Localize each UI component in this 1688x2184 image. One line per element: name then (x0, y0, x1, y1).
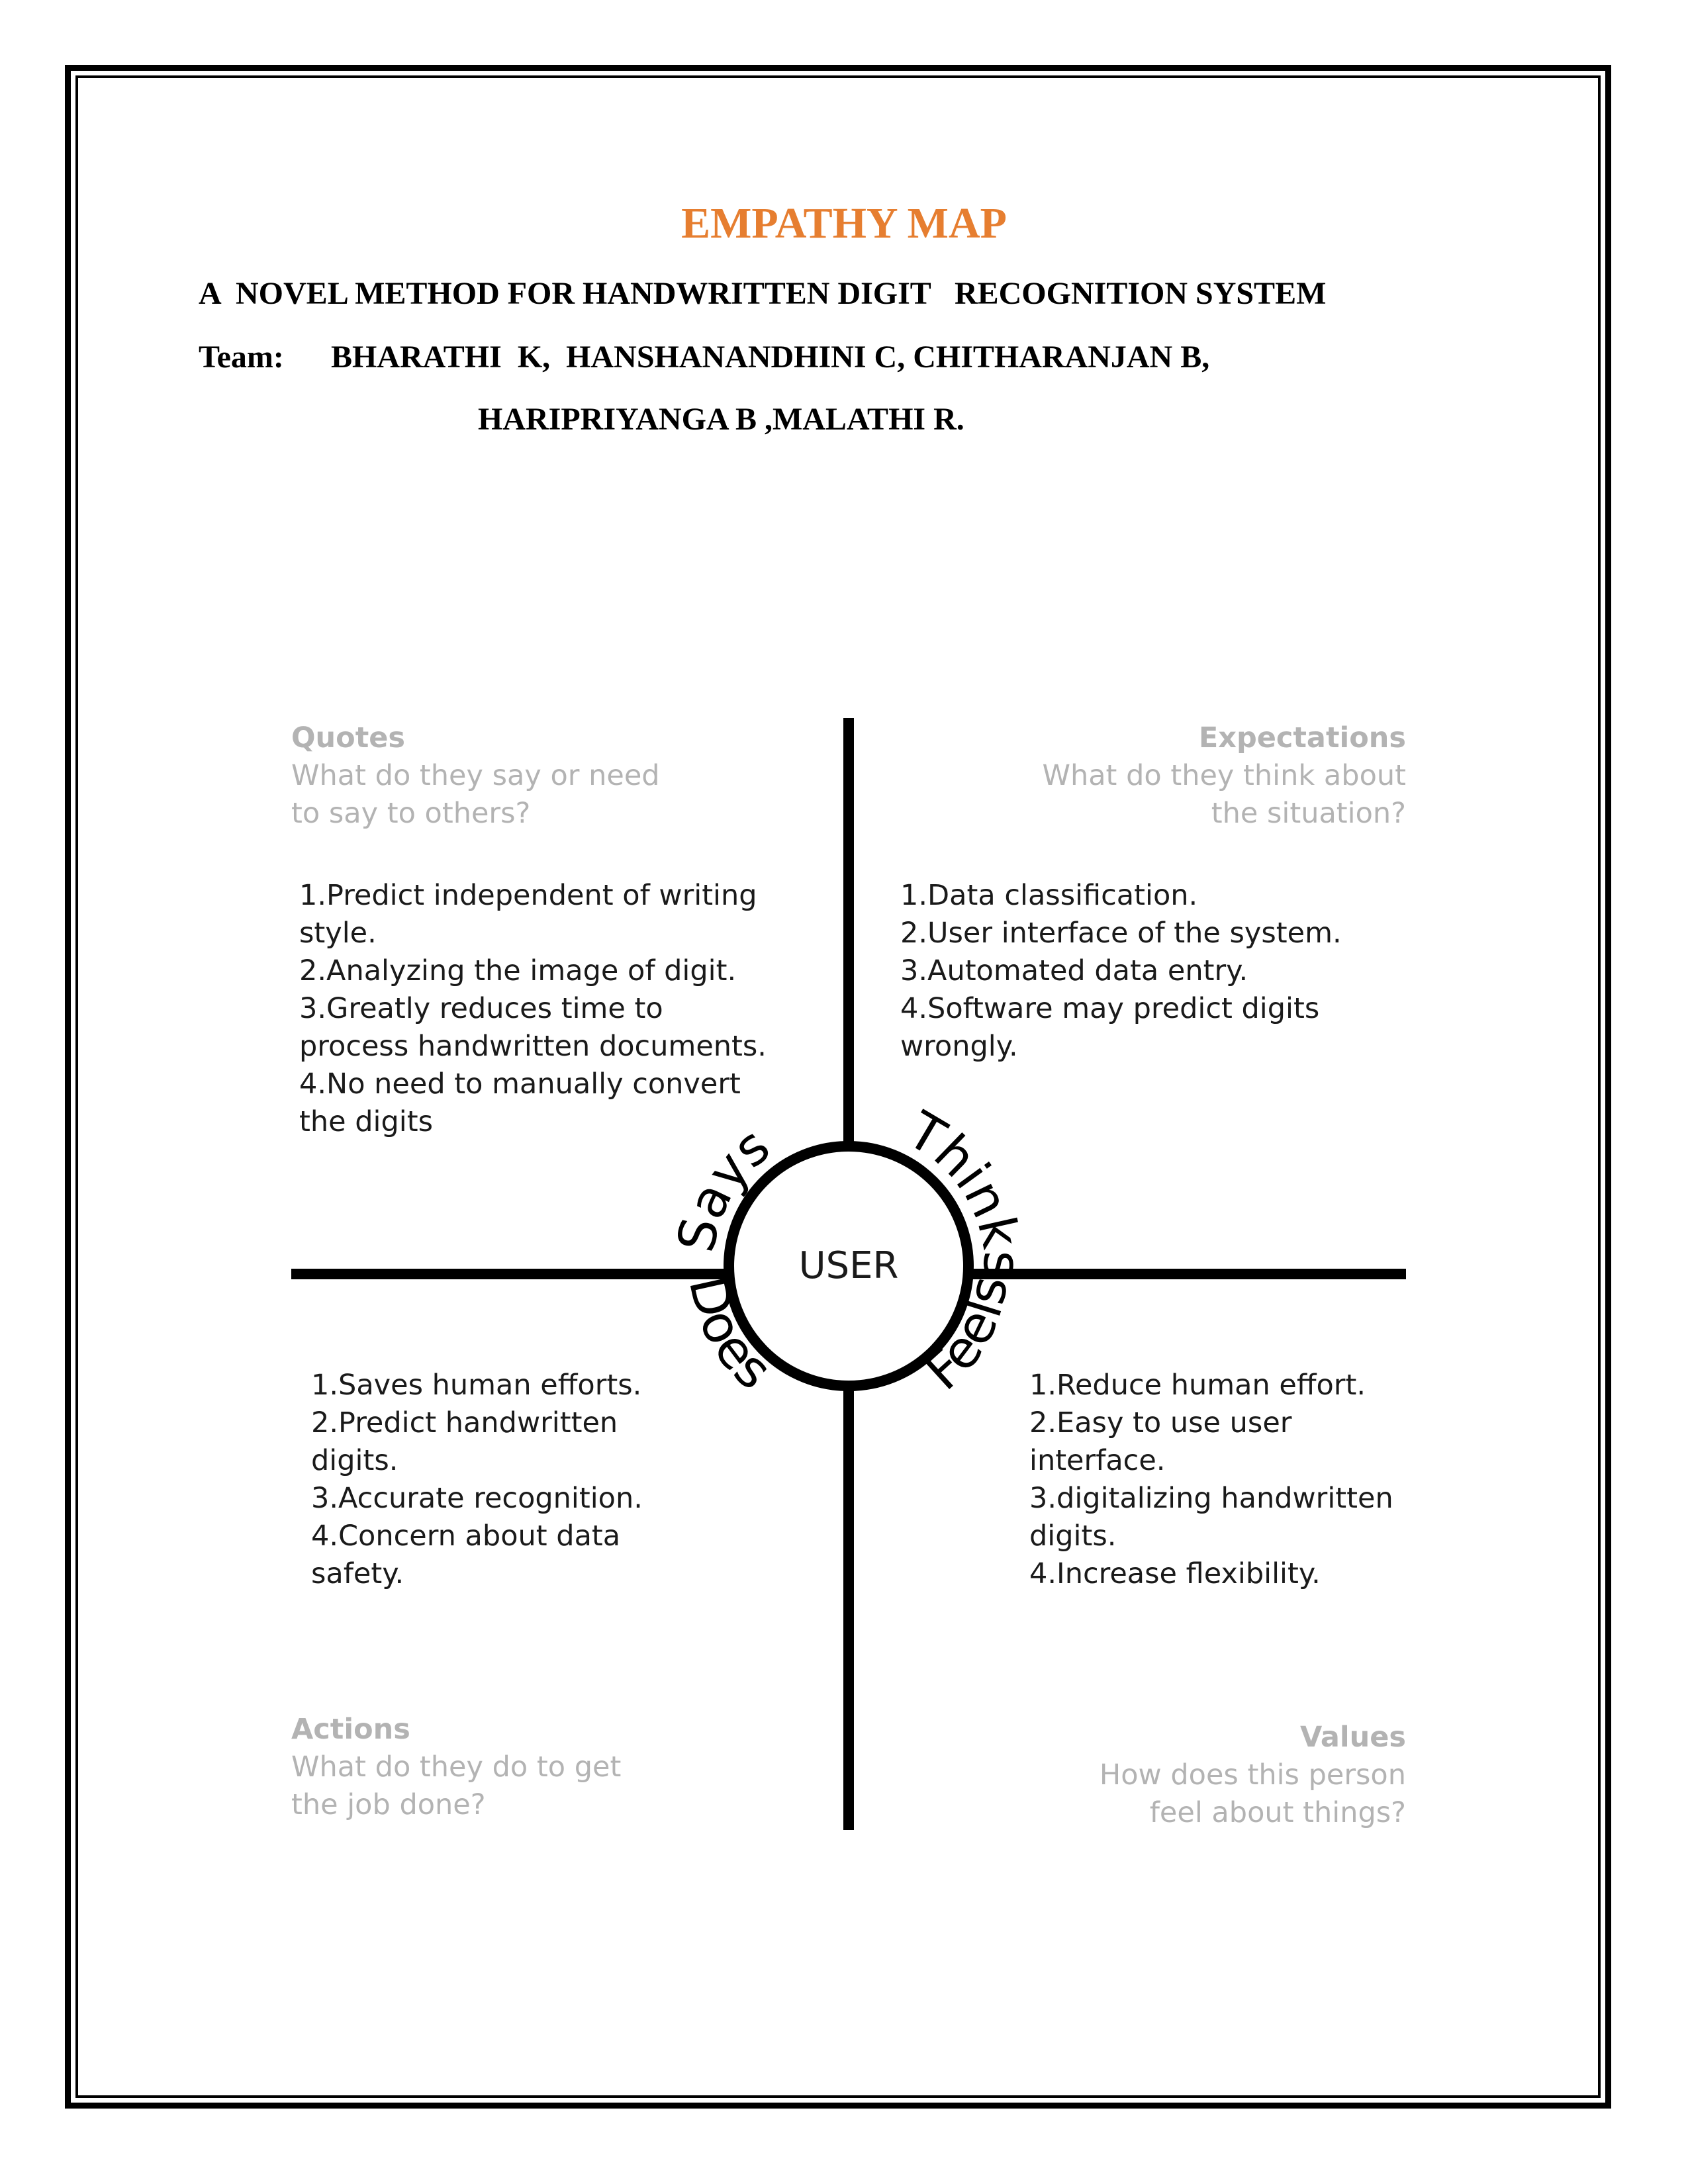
list-item: digits. (311, 1444, 399, 1477)
actions-prompt-line: What do they do to get (291, 1751, 622, 1784)
expectations-prompt-line: What do they think about (1042, 759, 1406, 792)
list-item: 1.Saves human efforts. (311, 1369, 642, 1402)
center-user-label: USER (798, 1244, 899, 1287)
list-item: wrongly. (900, 1030, 1018, 1063)
expectations-prompt-line: the situation? (1211, 797, 1406, 830)
list-item: 1.Data classification. (900, 879, 1198, 912)
quadrant-expectations-header: Expectations What do they think about th… (1042, 719, 1406, 833)
list-item: 4.Concern about data (311, 1520, 621, 1553)
actions-list: 1.Saves human efforts. 2.Predict handwri… (311, 1367, 643, 1593)
list-item: 3.digitalizing handwritten (1029, 1482, 1393, 1515)
list-item: 4.Software may predict digits (900, 992, 1320, 1025)
actions-prompt-line: the job done? (291, 1788, 486, 1821)
page-border-inner (75, 75, 1601, 2098)
quotes-prompt-line: to say to others? (291, 797, 531, 830)
user-circle (724, 1141, 974, 1391)
expectations-heading: Expectations (1198, 721, 1406, 754)
list-item: 1.Predict independent of writing (299, 879, 757, 912)
list-item: digits. (1029, 1520, 1117, 1553)
list-item: 2.Analyzing the image of digit. (299, 954, 737, 987)
project-subtitle: A NOVEL METHOD FOR HANDWRITTEN DIGIT REC… (199, 276, 1327, 311)
list-item: 3.Greatly reduces time to (299, 992, 663, 1025)
list-item: 4.Increase flexibility. (1029, 1557, 1321, 1590)
list-item: 3.Automated data entry. (900, 954, 1248, 987)
values-prompt-line: How does this person (1099, 1758, 1406, 1792)
list-item: style. (299, 917, 377, 950)
quotes-heading: Quotes (291, 721, 406, 754)
quadrant-actions-header: Actions What do they do to get the job d… (291, 1711, 621, 1824)
list-item: 2.Easy to use user (1029, 1406, 1292, 1439)
list-item: 4.No need to manually convert (299, 1068, 741, 1101)
quotes-list: 1.Predict independent of writing style. … (299, 877, 767, 1141)
values-list: 1.Reduce human effort. 2.Easy to use use… (1029, 1367, 1393, 1593)
expectations-list: 1.Data classification. 2.User interface … (900, 877, 1342, 1066)
page-title: EMPATHY MAP (681, 199, 1007, 248)
quadrant-values-header: Values How does this person feel about t… (1100, 1719, 1406, 1832)
list-item: process handwritten documents. (299, 1030, 767, 1063)
values-heading: Values (1299, 1721, 1406, 1754)
team-members-line2: HARIPRIYANGA B ,MALATHI R. (478, 402, 964, 437)
list-item: 1.Reduce human effort. (1029, 1369, 1366, 1402)
list-item: 2.User interface of the system. (900, 917, 1342, 950)
page-border-outer (65, 65, 1611, 2109)
list-item: interface. (1029, 1444, 1166, 1477)
team-members-line1: BHARATHI K, HANSHANANDHINI C, CHITHARANJ… (331, 340, 1210, 375)
list-item: 3.Accurate recognition. (311, 1482, 643, 1515)
list-item: the digits (299, 1105, 433, 1138)
list-item: safety. (311, 1557, 404, 1590)
quadrant-quotes-header: Quotes What do they say or need to say t… (291, 719, 660, 833)
list-item: 2.Predict handwritten (311, 1406, 618, 1439)
values-prompt-line: feel about things? (1149, 1796, 1406, 1829)
team-label: Team: (199, 340, 284, 375)
quotes-prompt-line: What do they say or need (291, 759, 660, 792)
actions-heading: Actions (291, 1713, 410, 1746)
